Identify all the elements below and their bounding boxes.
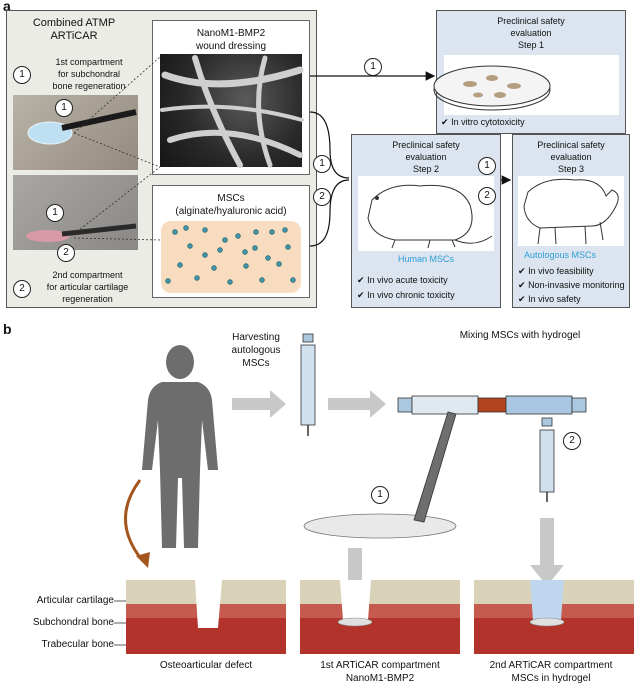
step2-title-3: Step 2 — [412, 164, 440, 174]
step3-item-3: ✔ In vivo safety — [518, 294, 630, 305]
tweezers-with-disc — [303, 411, 457, 539]
msc-cells — [165, 225, 296, 285]
step2-item-1: ✔ In vivo acute toxicity — [357, 275, 502, 286]
harvest-syringe — [300, 333, 316, 436]
gray-arrow-mix — [328, 390, 386, 418]
harvest-label-2: autologous — [231, 345, 281, 356]
human-silhouette — [142, 345, 218, 548]
panel-a-letter: a — [3, 0, 11, 14]
step3-item-text-1: In vivo feasibility — [528, 266, 594, 276]
step2-title-2: evaluation — [405, 152, 447, 162]
caption-second-1: 2nd ARTiCAR compartment — [489, 660, 613, 671]
photo2-number-2: 2 — [57, 244, 75, 262]
check-icon: ✔ — [357, 275, 365, 285]
arrow-number-1-top: 1 — [364, 58, 382, 76]
tissue-block-defect — [126, 580, 286, 654]
step3-title-3: Step 3 — [557, 164, 585, 174]
first-compartment-line-3: bone regeneration — [52, 81, 126, 91]
layer-subchondral: Subchondral bone — [32, 617, 114, 628]
step1-title-3: Step 1 — [517, 40, 545, 50]
dressing-label-2: wound dressing — [195, 41, 267, 52]
step3-item-text-2: Non-invasive monitoring — [528, 280, 625, 290]
check-icon: ✔ — [441, 117, 449, 127]
first-compartment-line-2: for subchondral — [57, 69, 121, 79]
step1-title-2: evaluation — [510, 28, 552, 38]
check-icon: ✔ — [357, 290, 365, 300]
step2-item-text-1: In vivo acute toxicity — [367, 275, 448, 285]
sem-fibres — [160, 55, 304, 168]
check-icon: ✔ — [518, 280, 526, 290]
check-icon: ✔ — [518, 266, 526, 276]
step3-item-text-3: In vivo safety — [528, 294, 581, 304]
photo1-number-1: 1 — [55, 99, 73, 117]
brace-top — [309, 111, 350, 179]
number-2-badge: 2 — [13, 280, 31, 298]
caption-first-2: NanoM1-BMP2 — [345, 673, 415, 684]
pink-scaffold — [26, 230, 70, 242]
step3-cells: Autologous MSCs — [524, 250, 597, 260]
first-compartment-line-1: 1st compartment — [55, 57, 123, 67]
step3-item-1: ✔ In vivo feasibility — [518, 266, 630, 277]
syringe-number-2: 2 — [563, 432, 581, 450]
rat-drawing — [367, 184, 493, 249]
brown-curved-arrow — [124, 479, 144, 561]
mixing-label: Mixing MSCs with hydrogel — [459, 330, 581, 341]
sheep-drawing — [523, 178, 619, 245]
brace-number-1: 1 — [313, 155, 331, 173]
panel-b-letter: b — [3, 321, 12, 337]
number-1-badge: 1 — [13, 66, 31, 84]
step1-title-1: Preclinical safety — [497, 16, 565, 26]
petri-dish — [433, 65, 551, 111]
second-compartment-line-1: 2nd compartment — [52, 270, 123, 280]
layer-trabecular: Trabecular bone — [41, 639, 114, 650]
tissue-block-first — [300, 580, 460, 654]
caption-second-2: MSCs in hydrogel — [511, 673, 591, 684]
mixing-syringes — [397, 395, 587, 415]
step3-arrow-number-1: 1 — [478, 157, 496, 175]
step2-item-text-2: In vivo chronic toxicity — [367, 290, 455, 300]
harvest-label-1: Harvesting — [232, 332, 280, 343]
tissue-block-second — [474, 580, 634, 654]
articar-title-2: ARTiCAR — [50, 30, 98, 42]
layer-cartilage: Articular cartilage — [36, 595, 114, 606]
step1-item-1: ✔ In vitro cytotoxicity — [441, 117, 621, 128]
second-compartment-line-2: for articular cartilage — [46, 282, 129, 292]
tweezers-number-1: 1 — [371, 486, 389, 504]
tweezers-1 — [61, 109, 137, 131]
hydrogel-syringe — [539, 417, 555, 502]
caption-defect: Osteoarticular defect — [159, 660, 253, 671]
gray-arrow-harvest — [232, 390, 286, 418]
articar-title-1: Combined ATMP — [32, 17, 116, 29]
brace-number-2: 2 — [313, 188, 331, 206]
step3-arrow-number-2: 2 — [478, 187, 496, 205]
step2-cells: Human MSCs — [397, 254, 454, 264]
second-compartment-line-3: regeneration — [62, 294, 113, 304]
step3-title-1: Preclinical safety — [537, 140, 605, 150]
dressing-label-1: NanoM1-BMP2 — [196, 28, 266, 39]
tweezers-2 — [61, 223, 137, 237]
caption-first-1: 1st ARTiCAR compartment — [320, 660, 440, 671]
gray-arrow-down-2 — [530, 518, 564, 586]
blue-scaffold — [27, 121, 73, 145]
photo2-number-1: 1 — [46, 204, 64, 222]
step3-title-2: evaluation — [550, 152, 592, 162]
check-icon: ✔ — [518, 294, 526, 304]
harvest-label-3: MSCs — [242, 358, 270, 369]
msc-label-2: (alginate/hyaluronic acid) — [175, 206, 287, 217]
step1-item-text: In vitro cytotoxicity — [451, 117, 525, 127]
step2-title-1: Preclinical safety — [392, 140, 460, 150]
step2-item-2: ✔ In vivo chronic toxicity — [357, 290, 502, 301]
msc-label-1: MSCs — [217, 193, 245, 204]
brace-bottom — [309, 179, 350, 247]
step3-item-2: ✔ Non-invasive monitoring — [518, 280, 630, 291]
